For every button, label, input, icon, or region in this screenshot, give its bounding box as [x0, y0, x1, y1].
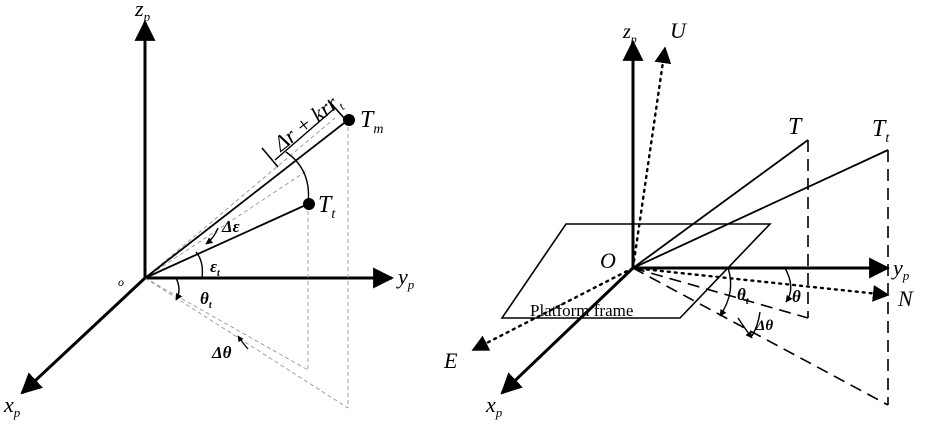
left-y-label: yp	[396, 264, 415, 292]
east-axis	[471, 266, 635, 352]
target-point-true	[303, 198, 315, 210]
right-x-label: xp	[485, 392, 503, 420]
azimuth-error-arc-right	[737, 317, 753, 339]
left-x-label: xp	[3, 392, 21, 420]
azimuth-error-arc	[237, 335, 249, 350]
left-z-label: zp	[134, 0, 151, 24]
range-error-dimension	[274, 107, 336, 161]
left-true-range-line	[144, 203, 309, 279]
azimuth-arc	[175, 277, 183, 301]
target-true-line	[632, 149, 889, 269]
right-panel: O zp yp xp U N E T Tt Platform frame θt …	[443, 18, 914, 420]
left-origin-label: o	[118, 275, 124, 289]
platform-frame-plane	[500, 223, 772, 319]
label-target-true: Tt	[318, 192, 336, 222]
label-up: U	[670, 18, 688, 43]
label-target-measured: Tm	[360, 107, 383, 137]
right-z-label: zp	[622, 21, 637, 46]
elevation-arc	[195, 251, 204, 279]
label-elevation: εt	[210, 257, 221, 279]
target-line	[632, 139, 809, 269]
label-target: T	[788, 114, 803, 140]
right-y-label: yp	[891, 255, 910, 283]
label-azimuth-true-right: θt	[737, 285, 750, 307]
label-azimuth: θt	[200, 289, 213, 311]
label-north: N	[897, 286, 914, 311]
north-axis	[631, 266, 890, 302]
right-origin-label: O	[600, 248, 616, 273]
label-azimuth-right: θ	[792, 287, 801, 306]
label-azimuth-error: Δθ	[211, 343, 232, 362]
azimuth-arc-right	[784, 267, 793, 303]
label-platform-frame: Platform frame	[530, 301, 633, 320]
left-panel: o zp yp xp Tm Tt Δr + krrt Δε εt θt Δθ	[3, 0, 415, 420]
label-east: E	[443, 348, 458, 373]
right-x-axis	[500, 266, 635, 395]
left-x-axis	[20, 276, 147, 395]
left-measured-range-line	[144, 119, 349, 279]
label-azimuth-error-right: Δθ	[755, 318, 773, 334]
left-projection-lines	[144, 117, 349, 409]
label-elevation-error: Δε	[221, 217, 240, 236]
right-projection-lines	[632, 140, 889, 406]
target-point-measured	[343, 114, 355, 126]
label-range-error: Δr + krrt	[268, 88, 348, 159]
up-axis	[631, 46, 672, 270]
label-target-true-right: Tt	[872, 116, 890, 146]
azimuth-true-arc	[719, 267, 732, 317]
